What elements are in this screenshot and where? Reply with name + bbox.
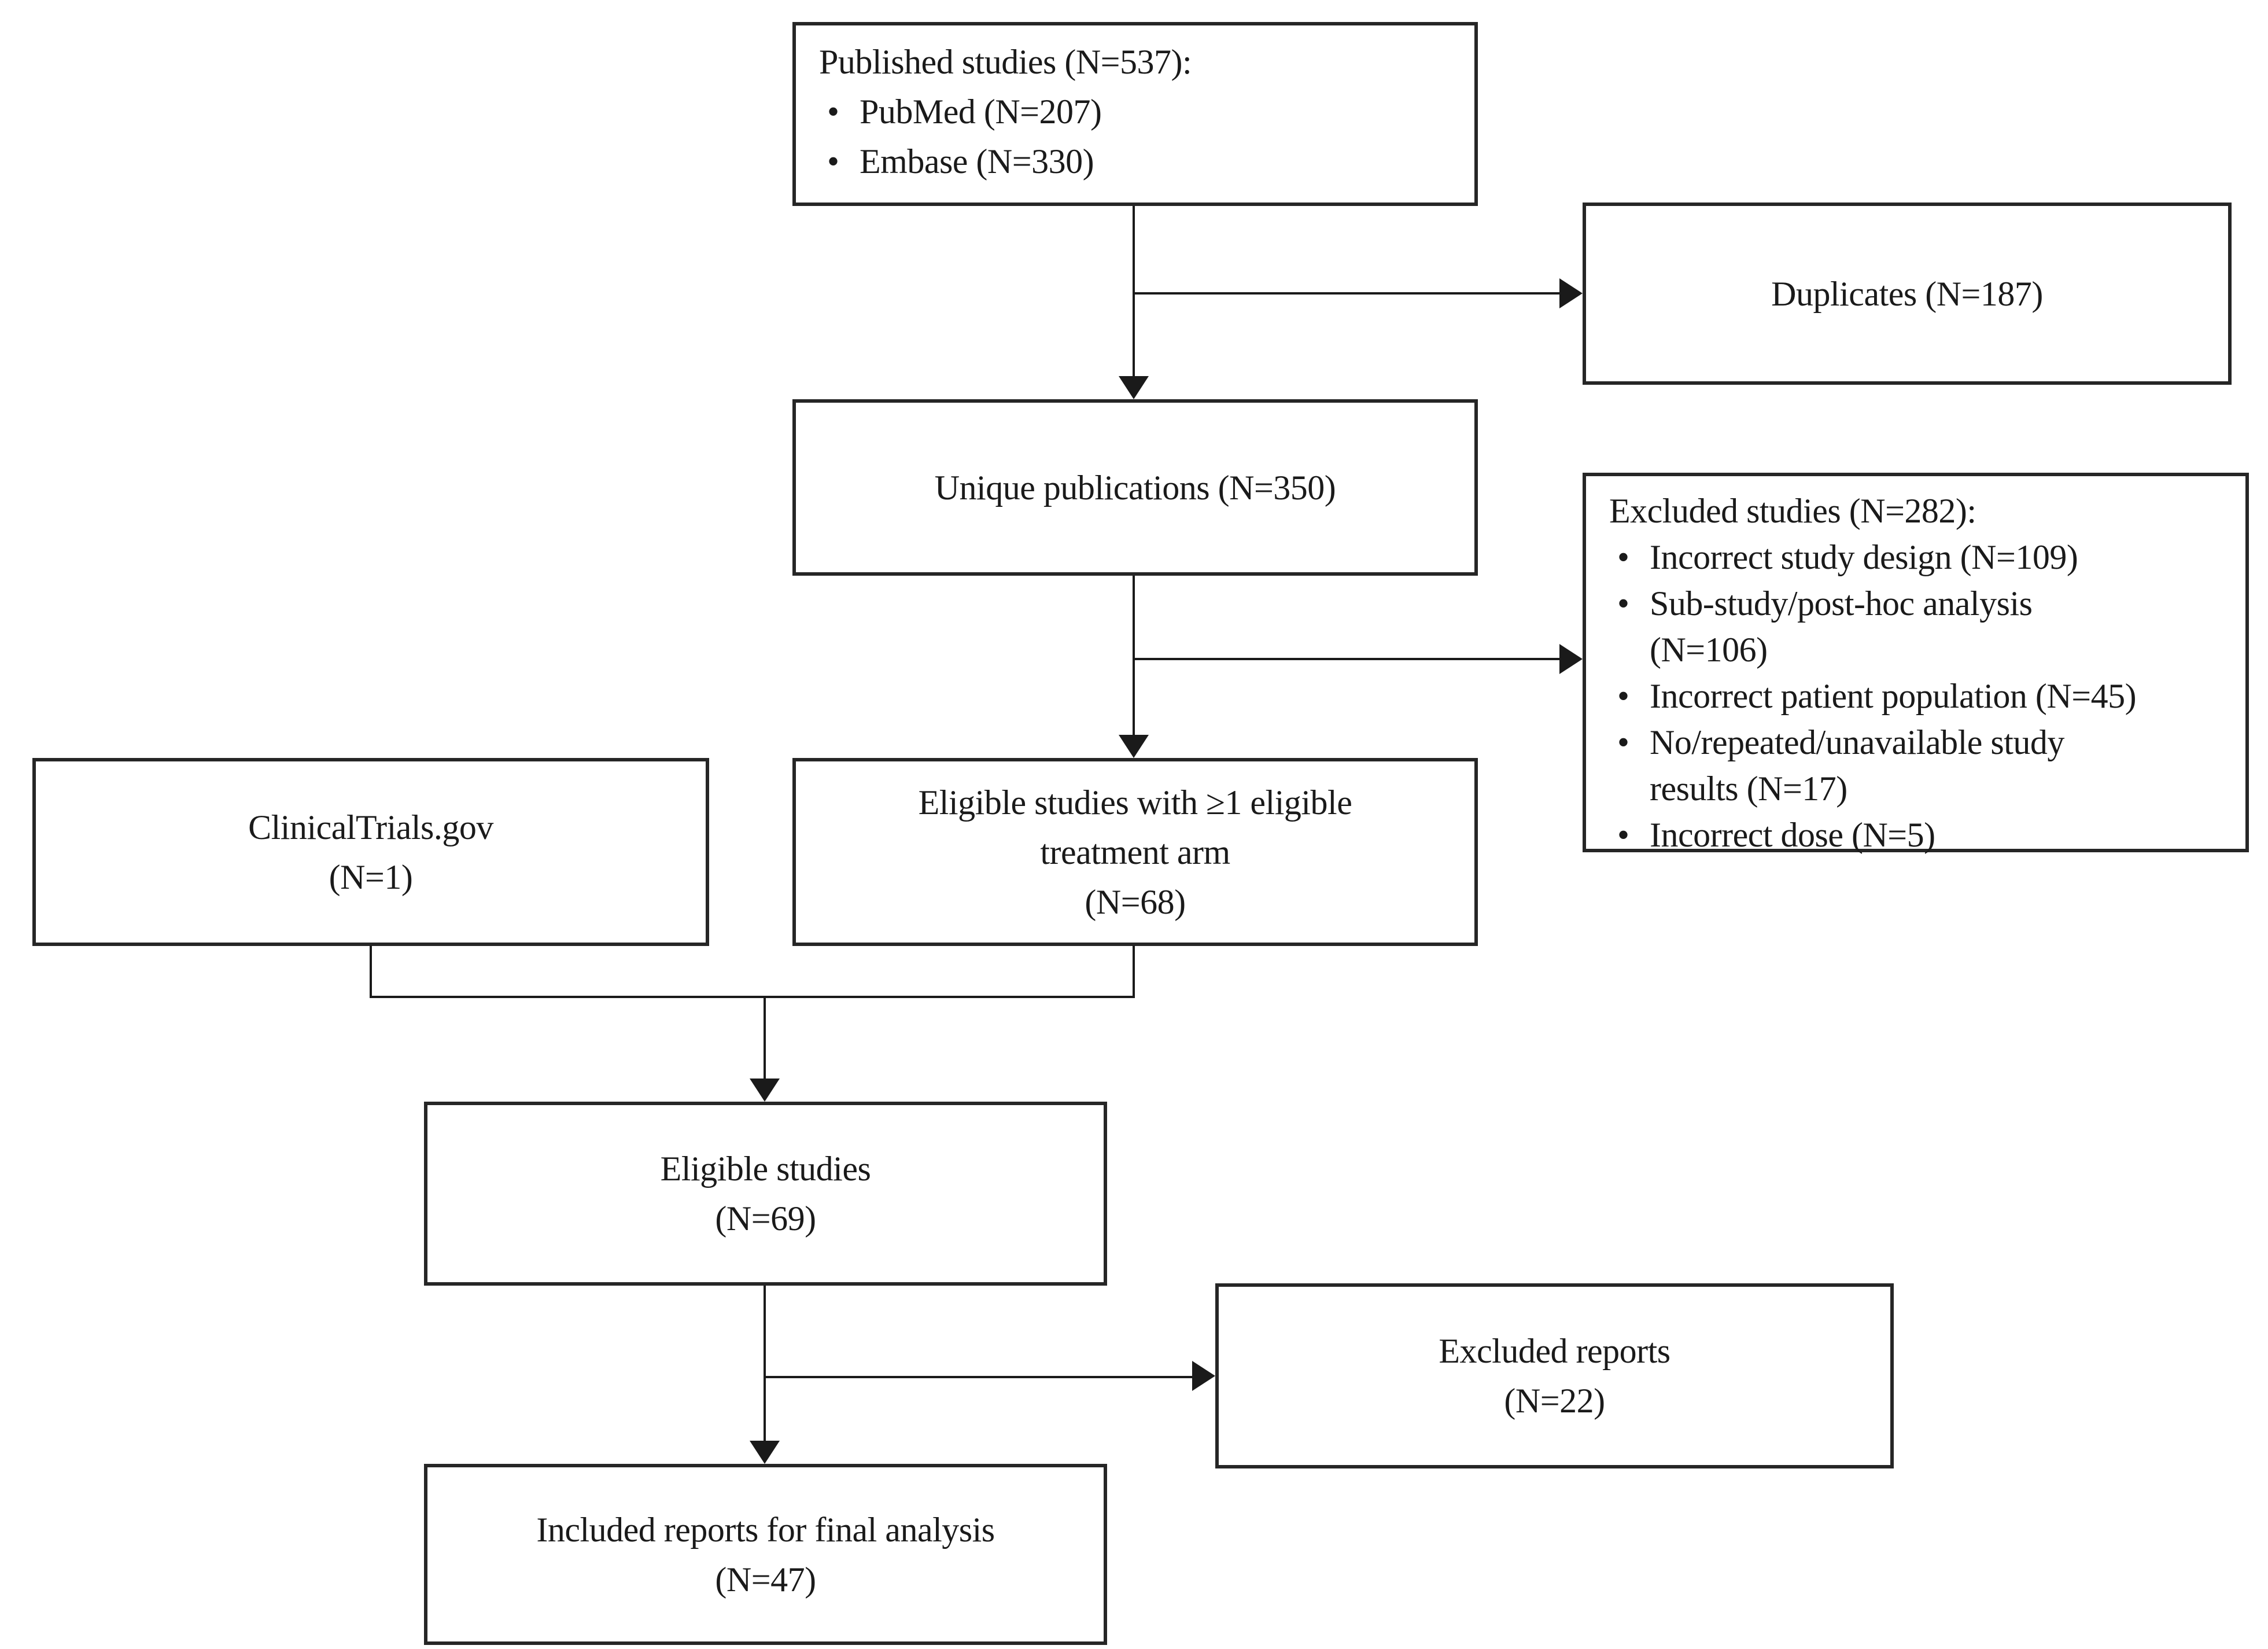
arrowhead-down-unique-icon	[1119, 376, 1149, 399]
bullet-line: PubMed (N=207)	[860, 93, 1102, 131]
flow-box-clinicaltrials: ClinicalTrials.gov (N=1)	[32, 758, 709, 946]
box-line: Included reports for final analysis	[536, 1510, 995, 1549]
flow-box-excluded-studies: Excluded studies (N=282): • Incorrect st…	[1583, 473, 2249, 854]
connector-unique-to-eligible-arm	[1133, 576, 1135, 736]
box-line: Eligible studies	[660, 1150, 871, 1188]
bullet-line: results (N=17)	[1650, 770, 1847, 808]
bullet-item-study-results: • No/repeated/unavailable study results …	[1609, 719, 2230, 812]
bullet-item-substudy: • Sub-study/post-hoc analysis (N=106)	[1609, 580, 2230, 673]
connector-published-to-duplicates	[1133, 292, 1562, 295]
connector-clinicaltrials-to-merge	[370, 945, 372, 998]
bullet-line: Incorrect patient population (N=45)	[1650, 677, 2137, 715]
bullet-line: Sub-study/post-hoc analysis	[1650, 584, 2033, 623]
published-bullet-list: • PubMed (N=207) • Embase (N=330)	[819, 87, 1459, 186]
box-line: ClinicalTrials.gov	[248, 808, 493, 846]
bullet-item-incorrect-dose: • Incorrect dose (N=5)	[1609, 812, 2230, 858]
box-title-published: Published studies (N=537):	[819, 43, 1192, 81]
flow-box-eligible-treatment-arm: Eligible studies with ≥1 eligible treatm…	[792, 758, 1478, 946]
arrowhead-right-excluded-studies-icon	[1559, 644, 1583, 674]
box-line: Excluded reports	[1439, 1332, 1670, 1370]
connector-eligible-to-included	[764, 1286, 766, 1442]
box-title-excluded-studies: Excluded studies (N=282):	[1609, 492, 1976, 530]
box-line: Duplicates (N=187)	[1771, 274, 2043, 313]
connector-unique-to-excluded-studies	[1133, 658, 1562, 660]
box-line: (N=68)	[1085, 882, 1186, 921]
box-line: (N=69)	[715, 1199, 816, 1238]
flow-box-duplicates: Duplicates (N=187)	[1583, 203, 2232, 385]
box-line: Eligible studies with ≥1 eligible	[918, 783, 1352, 822]
flow-box-published-studies: Published studies (N=537): • PubMed (N=2…	[792, 22, 1478, 206]
bullet-dot: •	[1617, 816, 1629, 854]
bullet-line: (N=106)	[1650, 631, 1768, 669]
bullet-dot: •	[1617, 677, 1629, 715]
arrowhead-right-duplicates-icon	[1559, 278, 1583, 308]
bullet-dot: •	[1617, 538, 1629, 576]
arrowhead-right-excluded-reports-icon	[1192, 1361, 1215, 1391]
bullet-line: Incorrect study design (N=109)	[1650, 538, 2078, 576]
connector-eligible-to-excluded-reports	[764, 1376, 1194, 1378]
flow-box-eligible-studies: Eligible studies (N=69)	[424, 1102, 1107, 1286]
box-line: (N=47)	[715, 1560, 816, 1599]
excluded-studies-bullet-list: • Incorrect study design (N=109) • Sub-s…	[1609, 534, 2230, 858]
flow-box-included-reports: Included reports for final analysis (N=4…	[424, 1464, 1107, 1645]
box-line: Unique publications (N=350)	[934, 468, 1336, 507]
bullet-dot: •	[827, 93, 839, 131]
arrowhead-down-eligible-icon	[750, 1079, 780, 1102]
connector-published-to-unique	[1133, 206, 1135, 377]
connector-merge-to-eligible	[764, 996, 766, 1080]
bullet-item-embase: • Embase (N=330)	[819, 137, 1459, 186]
connector-merge-line	[370, 996, 1135, 998]
bullet-item-study-design: • Incorrect study design (N=109)	[1609, 534, 2230, 580]
bullet-dot: •	[1617, 723, 1629, 761]
bullet-dot: •	[1617, 584, 1629, 623]
bullet-line: No/repeated/unavailable study	[1650, 723, 2064, 761]
box-line: (N=1)	[329, 857, 413, 896]
arrowhead-down-included-icon	[750, 1441, 780, 1464]
bullet-item-patient-population: • Incorrect patient population (N=45)	[1609, 673, 2230, 719]
bullet-dot: •	[827, 142, 839, 181]
flow-box-unique-publications: Unique publications (N=350)	[792, 399, 1478, 576]
arrowhead-down-eligible-arm-icon	[1119, 735, 1149, 758]
bullet-item-pubmed: • PubMed (N=207)	[819, 87, 1459, 137]
connector-eligible-arm-to-merge	[1133, 945, 1135, 998]
box-line: treatment arm	[1040, 833, 1230, 871]
bullet-line: Embase (N=330)	[860, 142, 1094, 181]
bullet-line: Incorrect dose (N=5)	[1650, 816, 1935, 854]
flow-box-excluded-reports: Excluded reports (N=22)	[1215, 1283, 1894, 1468]
box-line: (N=22)	[1504, 1382, 1605, 1420]
